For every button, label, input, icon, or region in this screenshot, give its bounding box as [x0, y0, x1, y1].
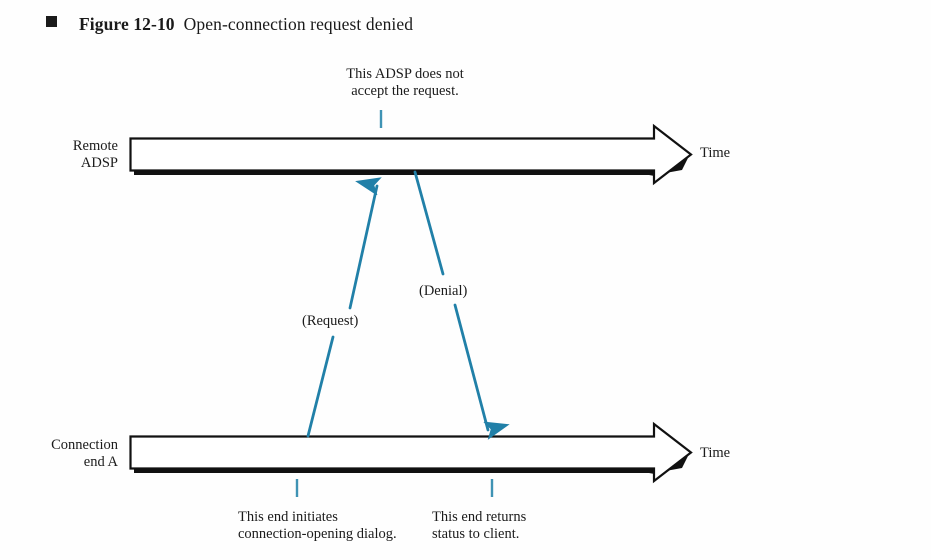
- annotation-status-note: This end returns status to client.: [432, 509, 526, 543]
- figure-caption: Figure 12-10 Open-connection request den…: [46, 14, 413, 35]
- message-arrow-request-upper: [348, 186, 377, 310]
- axis-label-remote-adsp: Remote ADSP: [10, 138, 118, 172]
- axis-label-connection-end-a: Connection end A: [10, 437, 118, 471]
- square-bullet-icon: [46, 16, 57, 27]
- timeline-remote-adsp: [129, 123, 693, 186]
- annotation-top-note-line1: This ADSP does not: [346, 66, 464, 82]
- annotation-status-note-line1: This end returns: [432, 509, 527, 525]
- figure-number: Figure 12-10: [79, 14, 175, 34]
- message-label-request: (Request): [302, 313, 359, 329]
- axis-label-connection-end-a-line1: Connection: [51, 437, 118, 453]
- annotation-initiate-note-line2: connection-opening dialog.: [238, 526, 397, 542]
- message-arrow-denial-upper: [413, 170, 445, 276]
- axis-label-remote-adsp-line1: Remote: [72, 138, 118, 154]
- axis-label-connection-end-a-line2: end A: [83, 454, 118, 470]
- timeline-connection-end-a: [129, 421, 693, 484]
- message-arrow-request: [306, 186, 377, 438]
- message-arrow-denial: [413, 170, 488, 430]
- timeline-conn-bar: [129, 421, 693, 484]
- annotation-top-note-line2: accept the request.: [351, 83, 459, 99]
- annotation-top-note: This ADSP does not accept the request.: [330, 66, 480, 100]
- figure-title: Open-connection request denied: [183, 14, 414, 34]
- axis-end-label-remote-adsp: Time: [700, 145, 731, 161]
- message-label-denial: (Denial): [419, 283, 468, 299]
- annotation-initiate-note-line1: This end initiates: [238, 509, 338, 525]
- annotation-status-note-line2: status to client.: [432, 526, 520, 542]
- timeline-remote-bar: [129, 123, 693, 186]
- message-arrow-request-lower: [306, 335, 335, 438]
- axis-end-label-connection-end-a: Time: [700, 445, 731, 461]
- annotation-initiate-note: This end initiates connection-opening di…: [238, 509, 397, 543]
- message-arrow-denial-lower: [453, 303, 488, 430]
- axis-label-remote-adsp-line2: ADSP: [80, 155, 118, 171]
